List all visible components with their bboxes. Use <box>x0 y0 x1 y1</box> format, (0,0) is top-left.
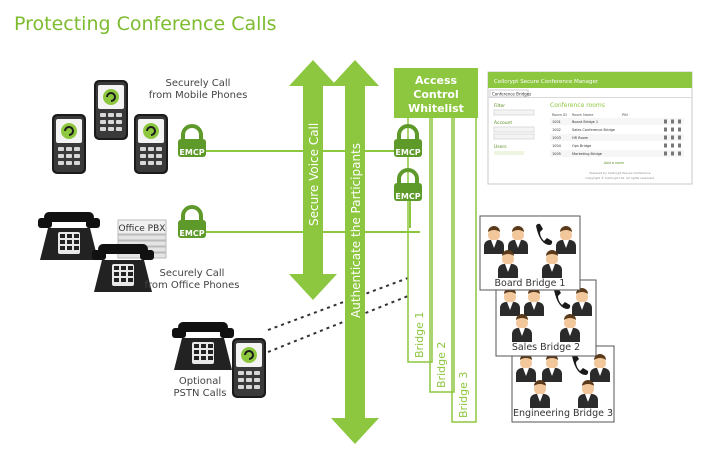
manager-side-users: Users <box>494 144 507 150</box>
access-control-box: Access Control Whitelist <box>394 68 478 118</box>
row-id: 1003 <box>552 136 561 140</box>
row-id: 1005 <box>552 152 561 156</box>
emcp-label: EMCP <box>179 148 204 157</box>
row-id: 1002 <box>552 128 561 132</box>
engineering-bridge-label: Engineering Bridge 3 <box>513 408 613 419</box>
emcp-label: EMCP <box>179 229 204 238</box>
table-row[interactable]: 1004 Ops Bridge <box>550 142 684 149</box>
sales-bridge-label: Sales Bridge 2 <box>512 342 580 353</box>
row-name: Board Bridge 1 <box>572 120 598 124</box>
pstn-dotted-line-2 <box>267 295 409 353</box>
emcp-label: EMCP <box>395 148 420 157</box>
manager-col-id: Room ID <box>552 113 567 117</box>
manager-footer-2: Copyright © Cellcrypt Ltd. All rights re… <box>586 176 655 180</box>
diagram-title: Protecting Conference Calls <box>14 13 277 35</box>
manager-col-pin: PIN <box>622 113 628 117</box>
acl-line-2: Control <box>413 88 458 101</box>
table-row[interactable]: 1002 Sales Conference Bridge <box>550 126 684 133</box>
manager-add-link[interactable]: Add a room <box>604 161 625 165</box>
pstn-mobile-icon <box>231 337 267 399</box>
desk-phone-icon <box>38 212 100 260</box>
row-name: Sales Conference Bridge <box>572 128 615 132</box>
office-label-1: Securely Call <box>160 268 225 279</box>
emcp-label: EMCP <box>395 192 420 201</box>
manager-tab[interactable]: Conference Bridges <box>492 92 531 97</box>
mobile-phone-icon <box>133 113 169 175</box>
pstn-desk-phone-icon <box>172 322 234 370</box>
manager-footer-1: Powered by Cellcrypt Secure Conference <box>589 171 650 175</box>
table-row[interactable]: 1005 Marketing Bridge <box>550 150 684 157</box>
emcp-lock-acl-1: EMCP <box>392 124 424 159</box>
emcp-lock-acl-2: EMCP <box>392 168 424 203</box>
bridge-1-label: Bridge 1 <box>413 312 426 358</box>
acl-line-3: Whitelist <box>408 102 464 115</box>
row-name: Marketing Bridge <box>572 152 602 156</box>
bridge-3-label: Bridge 3 <box>457 372 470 418</box>
manager-heading: Conference rooms <box>550 102 605 109</box>
authenticate-arrow: Authenticate the Participants <box>331 60 379 444</box>
secure-voice-arrow: Secure Voice Call <box>289 60 337 300</box>
acl-line-1: Access <box>415 74 458 87</box>
manager-side-filter: Filter <box>494 103 505 109</box>
conference-manager-panel: Cellcrypt Secure Conference Manager Conf… <box>487 71 693 185</box>
manager-side-account: Account <box>494 120 512 126</box>
row-id: 1001 <box>552 120 561 124</box>
row-id: 1004 <box>552 144 562 148</box>
table-row[interactable]: 1003 HR Room <box>550 134 684 141</box>
mobile-phone-icon <box>51 113 87 175</box>
row-name: HR Room <box>572 136 589 140</box>
row-name: Ops Bridge <box>572 144 591 148</box>
pstn-label-1: Optional <box>179 376 221 387</box>
mobile-phone-icon <box>93 79 129 141</box>
emcp-lock-mobile: EMCP <box>176 124 208 159</box>
bridge-2-label: Bridge 2 <box>435 342 448 388</box>
mobile-label-2: from Mobile Phones <box>149 90 248 101</box>
table-row[interactable]: 1001 Board Bridge 1 <box>550 118 684 125</box>
board-bridge-label: Board Bridge 1 <box>495 278 566 289</box>
manager-title: Cellcrypt Secure Conference Manager <box>494 79 599 85</box>
office-label-2: from Office Phones <box>144 280 239 291</box>
bridge-card-engineering: Engineering Bridge 3 <box>511 345 615 423</box>
manager-col-name: Room Name <box>572 113 593 117</box>
authenticate-label: Authenticate the Participants <box>349 143 363 318</box>
emcp-lock-office: EMCP <box>176 205 208 240</box>
pstn-label-2: PSTN Calls <box>173 388 226 399</box>
secure-voice-label: Secure Voice Call <box>307 123 321 226</box>
pbx-label: Office PBX <box>119 224 166 234</box>
mobile-label-1: Securely Call <box>166 78 231 89</box>
bridge-card-sales: Sales Bridge 2 <box>495 279 597 357</box>
bridge-card-board: Board Bridge 1 <box>479 215 581 291</box>
